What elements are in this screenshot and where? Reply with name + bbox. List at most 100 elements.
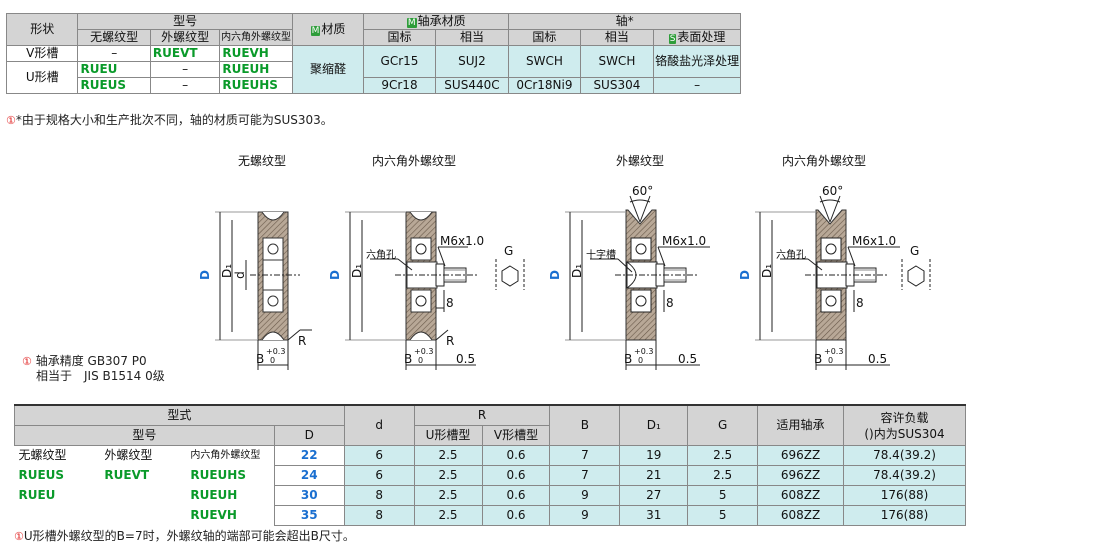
header-shape: 形状 xyxy=(5,13,79,46)
header-load: 容许负载()内为SUS304 xyxy=(843,404,966,446)
note2-text: U形槽外螺纹型的B=7时，外螺纹轴的端部可能会超出B尺寸。 xyxy=(23,529,355,543)
table-row-c1: RUEU xyxy=(18,488,56,502)
col-label-hex-ext: 内六角外螺纹型 xyxy=(190,450,261,462)
dim-B-tol0: 0 xyxy=(418,356,424,365)
precision-line-2: 相当于 JIS B1514 0级 xyxy=(36,369,165,383)
dim-D1-label: D₁ xyxy=(570,263,585,279)
table-row-G: 2.5 xyxy=(687,465,759,486)
note-text: *由于规格大小和生产批次不同，轴的材质可能为SUS303。 xyxy=(15,113,333,127)
table-row-bearing: 608ZZ xyxy=(757,485,845,506)
header-load-line1: 容许负载 xyxy=(880,410,929,425)
table-row-bearing: 608ZZ xyxy=(757,505,845,526)
table-row-RU: 2.5 xyxy=(413,485,483,506)
row-hex: RUEUHS xyxy=(219,77,293,94)
table-row-D: 22 xyxy=(273,445,345,466)
table-row-G: 5 xyxy=(687,505,759,526)
angle-label: 60° xyxy=(822,184,844,198)
table-row-RU: 2.5 xyxy=(413,465,483,486)
table-row-c2: RUEVT xyxy=(104,468,150,482)
header-hex-ext-thread: 内六角外螺纹型 xyxy=(219,29,293,46)
dim-G-label: G xyxy=(504,244,514,258)
note2-mark-icon: ① xyxy=(14,530,24,543)
dim-B-tol0: 0 xyxy=(828,356,834,365)
shaft-material-note: ①*由于规格大小和生产批次不同，轴的材质可能为SUS303。 xyxy=(6,111,333,128)
table-row-c3: RUEUH xyxy=(190,488,238,502)
header-shaft: 轴* xyxy=(508,13,741,30)
dim-B-tol0: 0 xyxy=(270,356,276,365)
table-row-c2 xyxy=(100,506,186,526)
table-row-c3: RUEUHS xyxy=(190,468,246,482)
table-row-load: 78.4(39.2) xyxy=(843,445,966,466)
shaft-national-2: 0Cr18Ni9 xyxy=(508,77,581,94)
dim-05-label: 0.5 xyxy=(868,352,888,366)
cross-slot-label: 十字槽 xyxy=(586,250,616,261)
table-row-D: 24 xyxy=(273,465,345,486)
row-hex: RUEVH xyxy=(219,45,293,62)
table-row-G: 5 xyxy=(687,485,759,506)
table-row-c3: RUEVH xyxy=(190,508,237,522)
dim-B-tol: +0.3 xyxy=(266,347,286,356)
bearing-national-1: GCr15 xyxy=(363,45,436,78)
drawing-hex-ext xyxy=(345,211,525,370)
table-row-D1: 31 xyxy=(619,505,689,526)
dim-D1-label: D₁ xyxy=(760,263,775,279)
table-row-load: 78.4(39.2) xyxy=(843,465,966,486)
header-bearing-national: 国标 xyxy=(363,29,436,46)
row-ext-thread: RUEVT xyxy=(149,45,221,62)
header-shaft-equivalent: 相当 xyxy=(579,29,655,46)
dim-R-label: R xyxy=(446,334,455,348)
dim-05-label: 0.5 xyxy=(456,352,476,366)
dim-D1-label: D₁ xyxy=(350,263,365,279)
dim-8-label: 8 xyxy=(856,296,864,310)
shaft-national-1: SWCH xyxy=(508,45,581,78)
row-no-thread: RUEUS xyxy=(77,77,151,94)
dim-B-tol: +0.3 xyxy=(824,347,844,356)
hex-hole-label: 六角孔 xyxy=(366,250,396,261)
table-row-d: 6 xyxy=(343,465,415,486)
dim-R-label: R xyxy=(298,334,307,348)
table-row-d: 6 xyxy=(343,445,415,466)
dim-D-label: D xyxy=(547,270,562,280)
header-bearing-label: 轴承材质 xyxy=(417,14,466,28)
dim-G-label: G xyxy=(910,244,920,258)
bearing-national-2: 9Cr18 xyxy=(363,77,436,94)
hex-hole-label: 六角孔 xyxy=(776,250,806,261)
precision-mark-icon: ① xyxy=(22,355,32,368)
dim-D-label: D xyxy=(737,270,752,280)
precision-note: ① 轴承精度 GB307 P0 xyxy=(22,352,147,369)
header-material-label: 材质 xyxy=(321,22,346,36)
table-row-D1: 27 xyxy=(619,485,689,506)
row-hex: RUEUH xyxy=(219,61,293,78)
header-model: 型号 xyxy=(14,425,275,446)
size-table: 型式 d R B D₁ G 适用轴承 容许负载()内为SUS304 型号 D U… xyxy=(14,404,966,526)
table-row-bearing: 696ZZ xyxy=(757,445,845,466)
shaft-surface-2: – xyxy=(653,77,741,94)
table-row-B: 9 xyxy=(549,485,621,506)
bearing-equivalent-1: SUJ2 xyxy=(434,45,510,78)
table-row-c1 xyxy=(15,506,101,526)
header-bearing: 适用轴承 xyxy=(757,404,845,446)
material-tag-icon: M xyxy=(310,26,321,36)
thread-label: M6x1.0 xyxy=(852,234,897,248)
table-row-B: 7 xyxy=(549,465,621,486)
table-row-RU: 2.5 xyxy=(413,505,483,526)
surface-tag-icon: S xyxy=(668,34,677,44)
table-row-c2 xyxy=(100,486,186,506)
table-row-bearing: 696ZZ xyxy=(757,465,845,486)
table-row-load: 176(88) xyxy=(843,485,966,506)
precision-line-1: 轴承精度 GB307 P0 xyxy=(35,354,147,368)
header-type: 型式 xyxy=(14,404,345,426)
table-row-d: 8 xyxy=(343,485,415,506)
table-row-c1: RUEUS xyxy=(18,468,65,482)
dim-B-label: B xyxy=(624,352,633,366)
header-shaft-national: 国标 xyxy=(508,29,581,46)
table-row-RU: 2.5 xyxy=(413,445,483,466)
table-row-B: 7 xyxy=(549,445,621,466)
table-row-RV: 0.6 xyxy=(481,505,551,526)
table-row-load: 176(88) xyxy=(843,505,966,526)
bearing-equivalent-2: SUS440C xyxy=(434,77,510,94)
